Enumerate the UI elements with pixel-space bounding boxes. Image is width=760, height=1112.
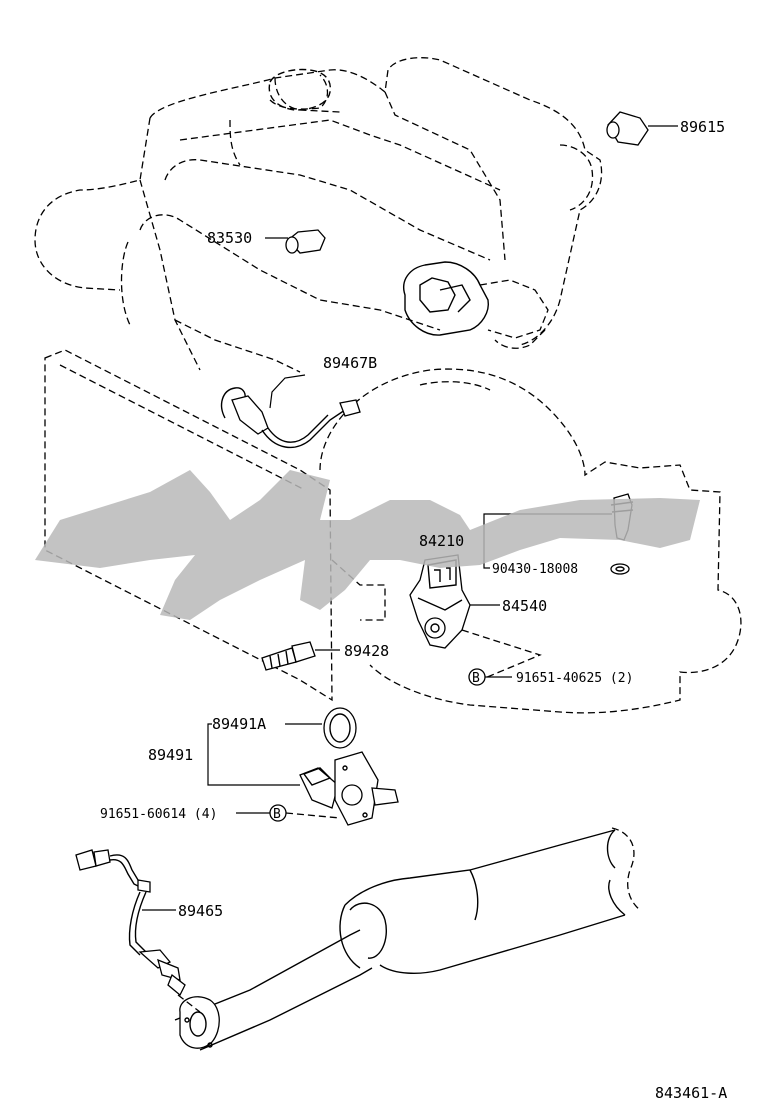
label-89467B: 89467B — [323, 354, 377, 372]
label-91651-60614: 91651-60614 (4) — [100, 807, 217, 822]
svg-text:B: B — [273, 807, 281, 822]
engine-outline — [34, 57, 603, 373]
label-84210: 84210 — [419, 532, 464, 550]
callout-labels: 89615 83530 89467B 84210 90430-18008 845… — [100, 118, 727, 1102]
label-91651-40625: 91651-40625 (2) — [516, 671, 633, 686]
diagram-code: 843461-A — [655, 1084, 727, 1102]
part-83530[interactable] — [265, 229, 326, 254]
watermark-logo — [35, 470, 700, 620]
label-89491: 89491 — [148, 746, 193, 764]
label-83530: 83530 — [207, 229, 252, 247]
label-89465: 89465 — [178, 902, 223, 920]
part-89467B[interactable] — [220, 374, 361, 449]
label-90430-18008: 90430-18008 — [492, 562, 578, 577]
ref-marker-b-lower: B — [236, 804, 341, 822]
ref-marker-b-upper: B — [468, 668, 512, 686]
exhaust-system — [174, 827, 641, 1051]
part-89428[interactable] — [261, 641, 340, 671]
part-89615[interactable] — [606, 111, 678, 146]
label-89428: 89428 — [344, 642, 389, 660]
svg-text:B: B — [472, 671, 480, 686]
label-89491A: 89491A — [212, 715, 266, 733]
label-84540: 84540 — [502, 597, 547, 615]
label-89615: 89615 — [680, 118, 725, 136]
part-89491[interactable] — [207, 723, 399, 826]
part-89465[interactable] — [75, 849, 201, 1013]
part-89491A[interactable] — [285, 707, 357, 749]
